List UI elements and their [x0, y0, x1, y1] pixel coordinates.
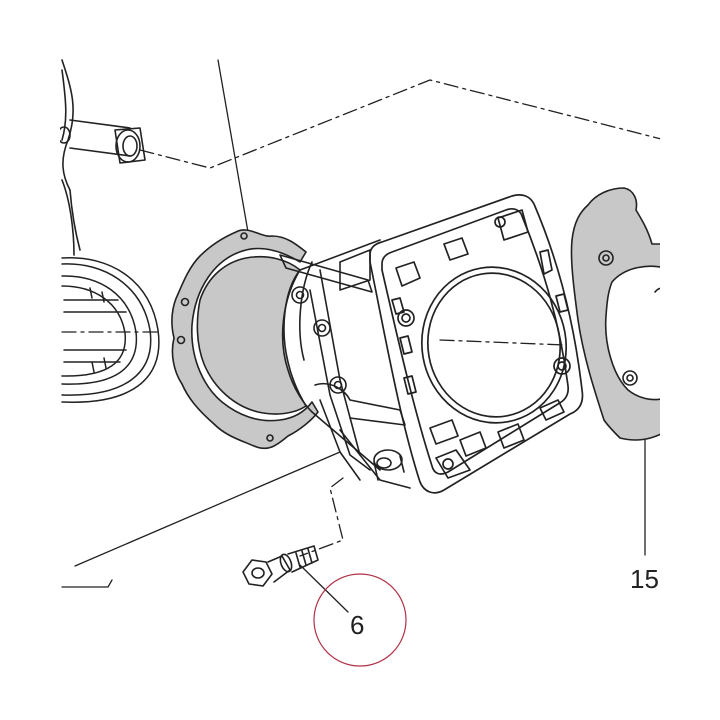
cylinder-barrel	[279, 239, 411, 489]
callout-6: 6	[350, 610, 365, 640]
base-gasket	[171, 229, 319, 450]
cylinder-flange	[369, 194, 584, 494]
highlight-circle	[313, 573, 407, 667]
head-gasket	[570, 187, 660, 441]
leader-lines	[61, 59, 646, 613]
mounting-pin	[114, 127, 146, 164]
frame-bracket	[60, 59, 131, 256]
stud-bolt	[242, 545, 319, 587]
assembly-axis-lines	[61, 79, 660, 557]
callout-15: 15	[630, 564, 659, 594]
piston-rings	[61, 257, 160, 403]
